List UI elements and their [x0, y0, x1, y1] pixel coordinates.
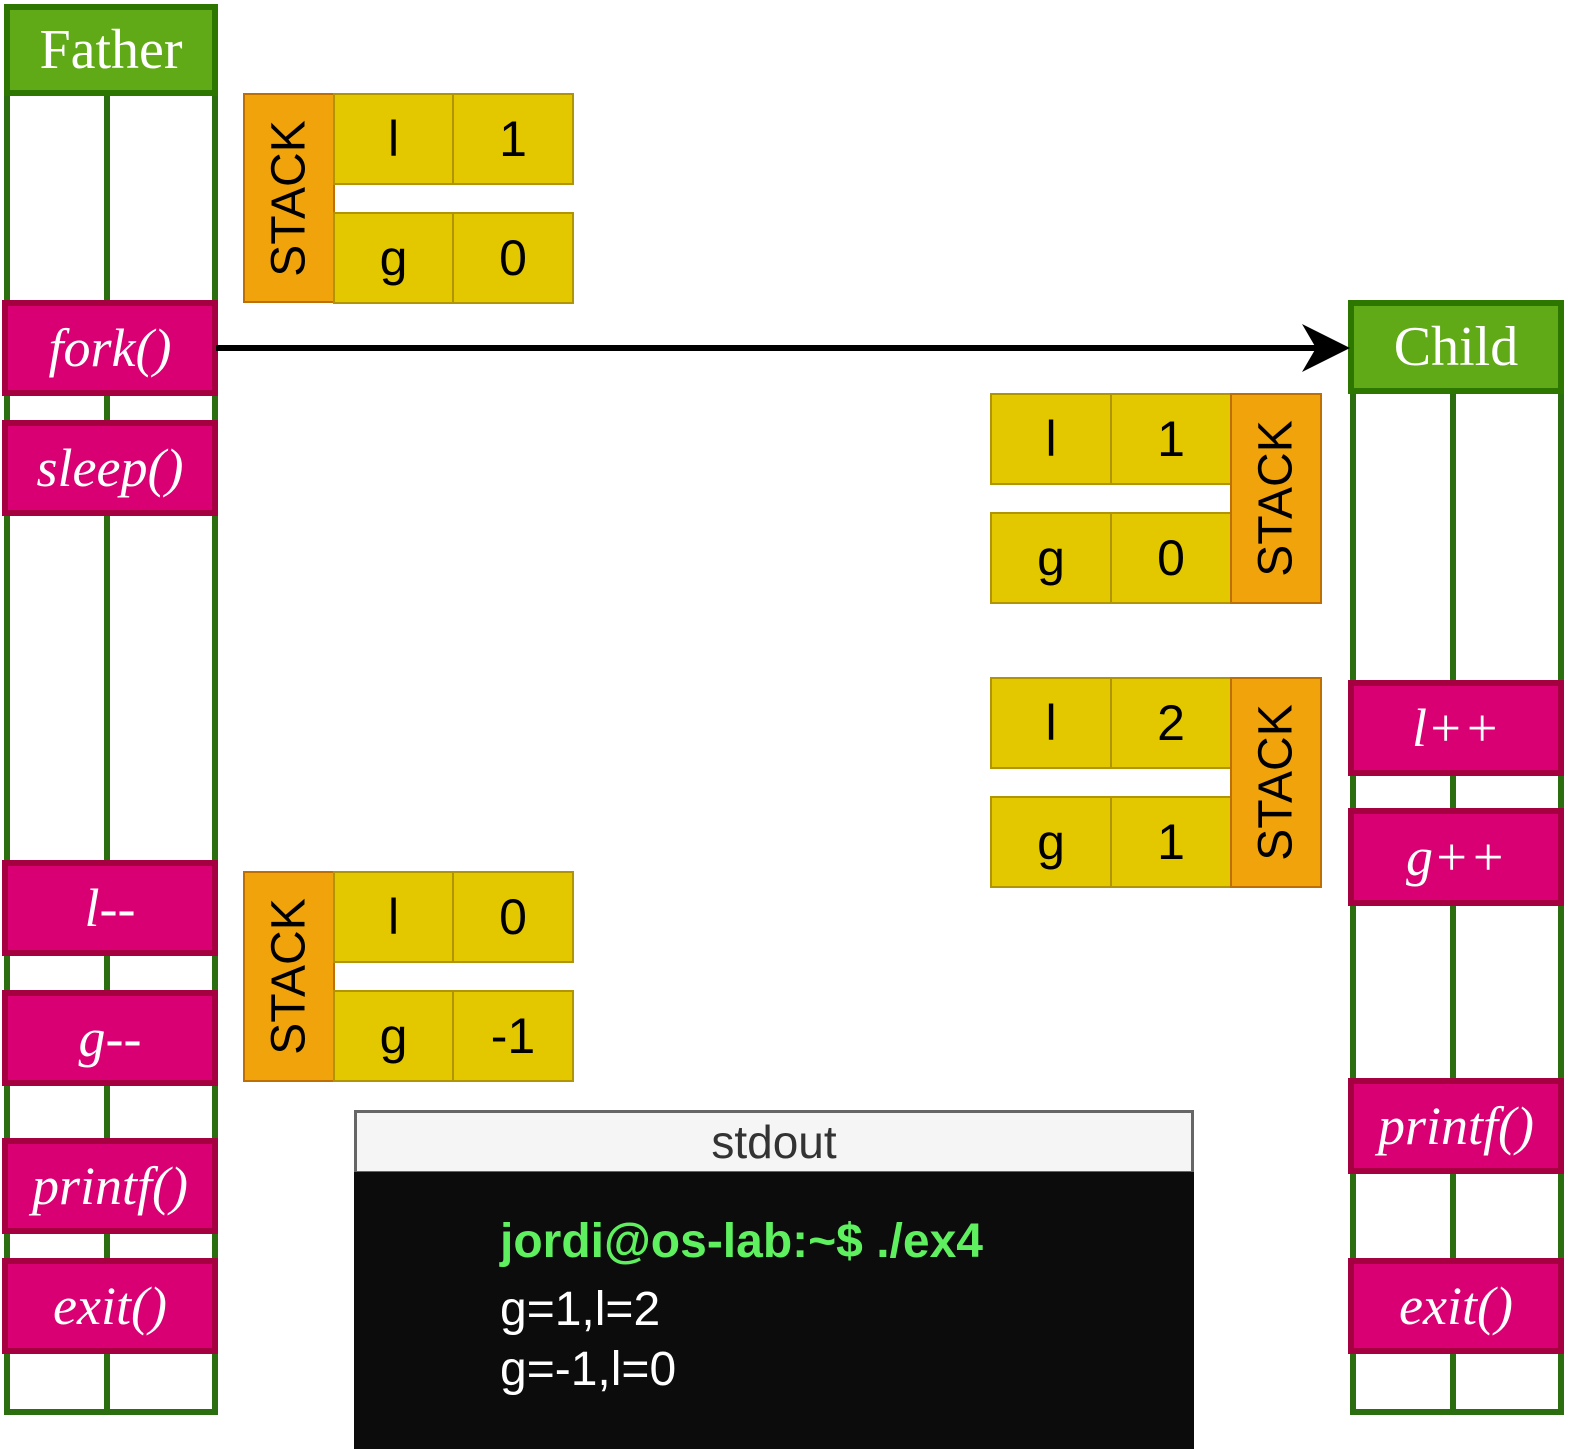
child-stack-initial-g-name: g: [990, 512, 1112, 604]
father-stack-initial-g-value: 0: [452, 212, 574, 304]
father-timeline-divider: [104, 90, 110, 1415]
child-stack-initial-label: STACK: [1230, 393, 1322, 604]
child-stack-after-l-name: l: [990, 677, 1112, 769]
father-stack-after-label: STACK: [243, 871, 335, 1082]
stdout-line-2: g=-1,l=0: [500, 1343, 677, 1396]
child-header: Child: [1348, 300, 1564, 394]
father-call-fork: fork(): [2, 300, 218, 396]
father-stack-initial-g-name: g: [333, 212, 454, 304]
child-stack-after-l-value: 2: [1110, 677, 1232, 769]
child-call-g-increment: g++: [1348, 808, 1564, 906]
child-call-exit: exit(): [1348, 1258, 1564, 1354]
father-timeline: [4, 90, 218, 1415]
child-stack-after-label: STACK: [1230, 677, 1322, 888]
child-stack-initial-l-value: 1: [1110, 393, 1232, 485]
stdout-prompt: jordi@os-lab:~$ ./ex4: [500, 1215, 983, 1268]
father-call-sleep: sleep(): [2, 420, 218, 516]
child-stack-initial-l-name: l: [990, 393, 1112, 485]
father-call-l-decrement: l--: [2, 860, 218, 956]
father-stack-after-l-value: 0: [452, 871, 574, 963]
father-stack-initial-l-name: l: [333, 93, 454, 185]
child-stack-after-g-value: 1: [1110, 796, 1232, 888]
stdout-line-1: g=1,l=2: [500, 1283, 661, 1336]
father-stack-after-l-name: l: [333, 871, 454, 963]
father-stack-after-g-value: -1: [452, 990, 574, 1082]
father-stack-after-g-name: g: [333, 990, 454, 1082]
stdout-title: stdout: [354, 1110, 1194, 1174]
father-call-exit: exit(): [2, 1258, 218, 1354]
child-call-printf: printf(): [1348, 1078, 1564, 1174]
stdout-terminal: jordi@os-lab:~$ ./ex4 g=1,l=2 g=-1,l=0: [354, 1172, 1194, 1449]
father-header: Father: [4, 4, 218, 96]
father-call-g-decrement: g--: [2, 990, 218, 1086]
father-stack-initial-l-value: 1: [452, 93, 574, 185]
father-stack-initial-label: STACK: [243, 93, 335, 303]
father-call-printf: printf(): [2, 1138, 218, 1234]
child-stack-after-g-name: g: [990, 796, 1112, 888]
child-stack-initial-g-value: 0: [1110, 512, 1232, 604]
child-call-l-increment: l++: [1348, 680, 1564, 776]
